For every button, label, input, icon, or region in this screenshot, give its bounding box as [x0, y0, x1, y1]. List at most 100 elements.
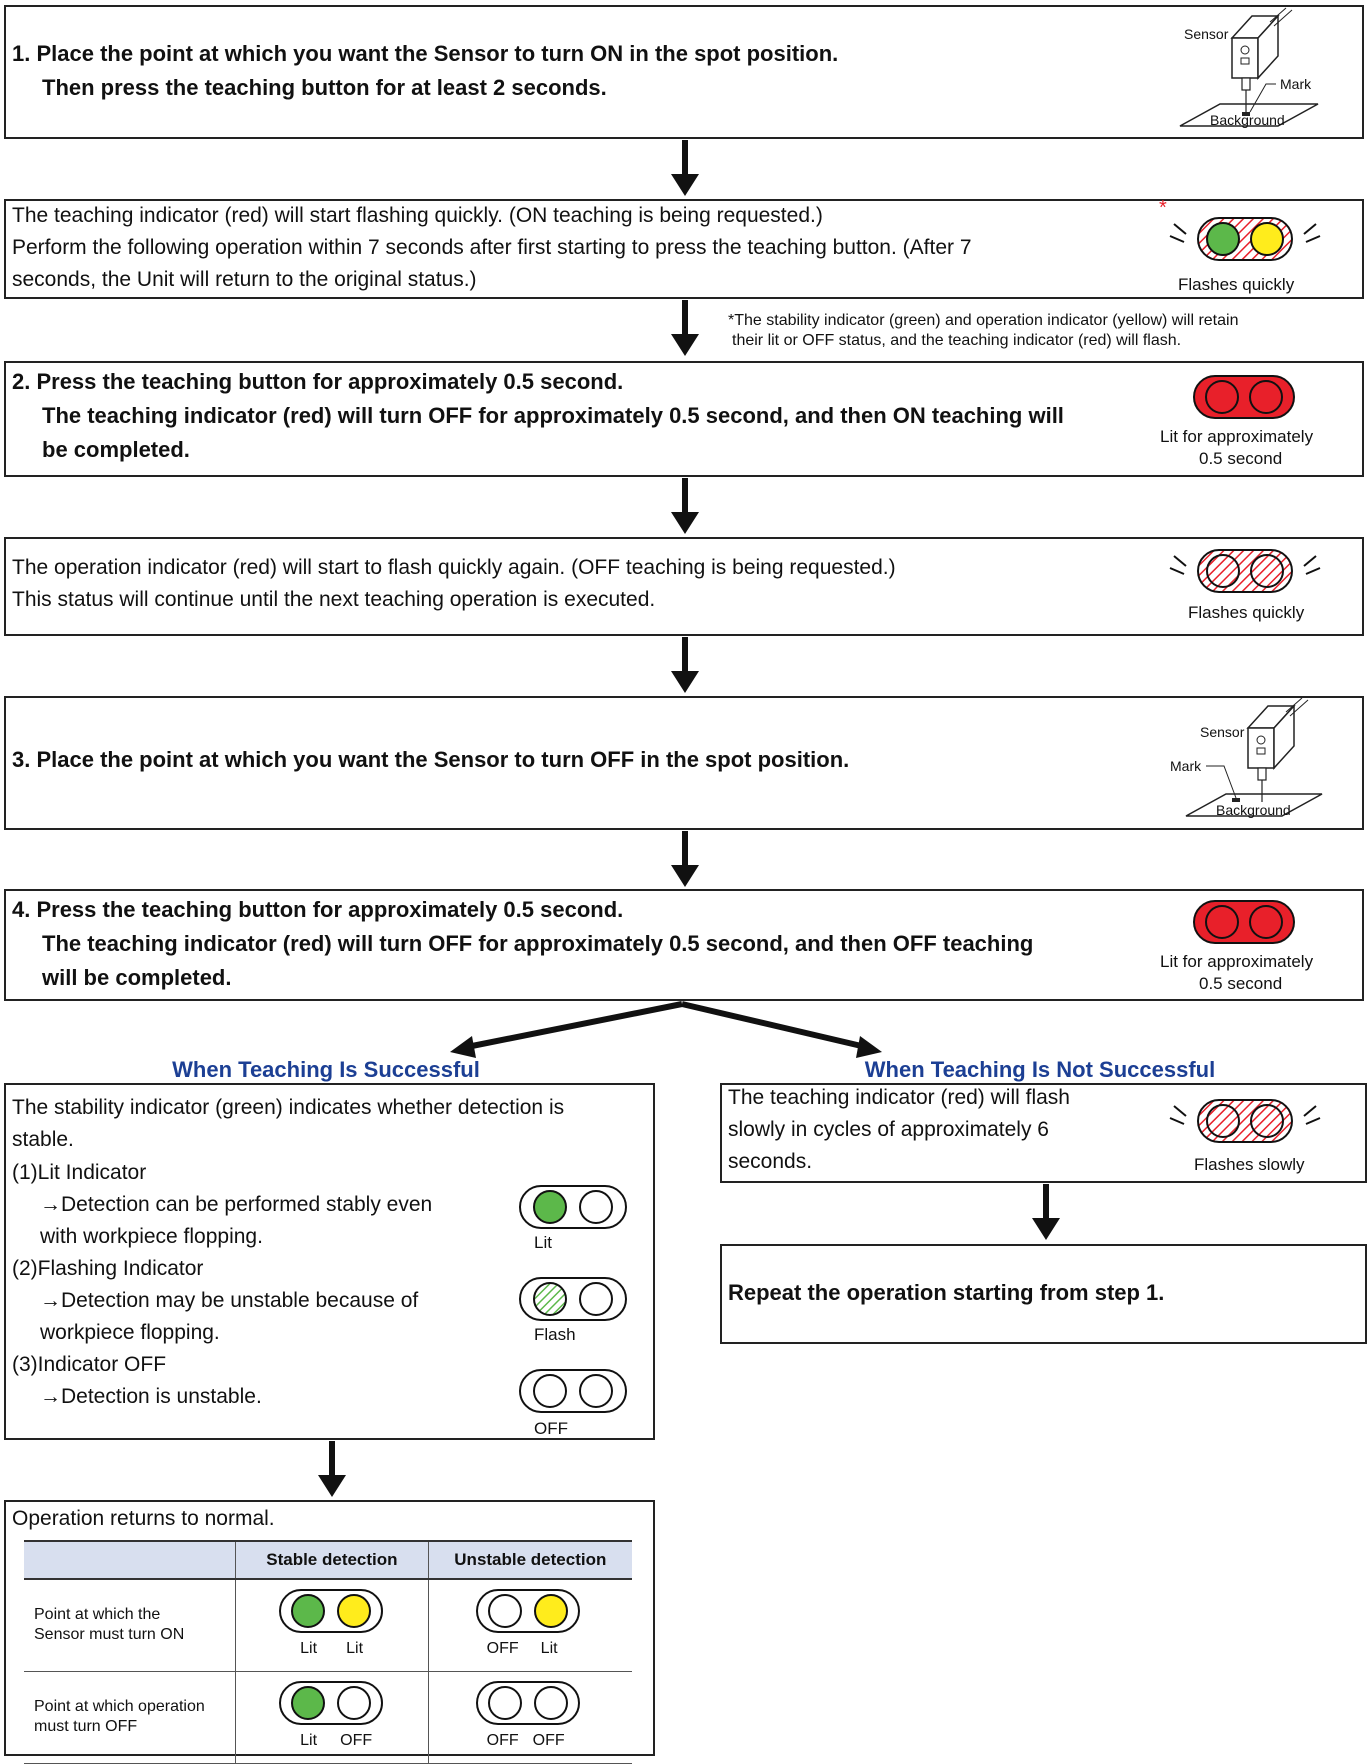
row1-unstable-right: Lit: [540, 1640, 558, 1657]
table-header-unstable: Unstable detection: [427, 1540, 632, 1580]
flash-off-box: The operation indicator (red) will start…: [4, 537, 1364, 636]
row1-unstable-cell: OFF Lit: [427, 1579, 632, 1672]
fig1-background-label: Background: [1210, 112, 1285, 128]
success-item3-caption: OFF: [534, 1419, 568, 1438]
row2-label-line1: Point at which operation: [34, 1698, 205, 1715]
flash-off-line2: This status will continue until the next…: [12, 588, 656, 611]
table-header-blank: [24, 1540, 236, 1580]
success-item3-title: (3)Indicator OFF: [12, 1353, 167, 1376]
failure-caption: Flashes slowly: [1194, 1155, 1305, 1174]
flash-on-box: The teaching indicator (red) will start …: [4, 197, 1364, 299]
indicator-row2-unstable: [475, 1680, 580, 1725]
success-item2-caption: Flash: [534, 1325, 576, 1344]
flash-off-caption: Flashes quickly: [1188, 603, 1305, 622]
success-item1-title: (1)Lit Indicator: [12, 1161, 147, 1184]
failure-line1: The teaching indicator (red) will flash: [728, 1086, 1070, 1109]
success-item1-caption: Lit: [534, 1233, 552, 1252]
detection-table: Stable detection Unstable detection Poin…: [24, 1540, 632, 1764]
normal-title: Operation returns to normal.: [12, 1507, 275, 1530]
step2-line3: be completed.: [42, 437, 190, 462]
flash-off-line1: The operation indicator (red) will start…: [12, 556, 896, 579]
success-item2-desc1: →Detection may be unstable because of: [40, 1289, 419, 1312]
success-item1-desc1: →Detection can be performed stably even: [40, 1193, 433, 1216]
indicator-row1-unstable: [475, 1589, 580, 1633]
branch-arrows: [450, 1001, 882, 1058]
row1-stable-right: Lit: [346, 1640, 364, 1657]
step1-box: 1. Place the point at which you want the…: [4, 5, 1364, 139]
row2-label: Point at which operation must turn OFF: [24, 1671, 236, 1764]
failure-line2: slowly in cycles of approximately 6: [728, 1118, 1049, 1141]
indicator-stable-flash: [519, 1277, 627, 1321]
step4-caption2: 0.5 second: [1199, 974, 1283, 993]
indicator-stable-off: [519, 1369, 627, 1413]
sensor-figure-off: Sensor Mark Background: [1166, 697, 1336, 828]
indicator-lit-red-step2: [1193, 375, 1295, 419]
down-arrow-1: [671, 140, 699, 196]
step2-box: 2. Press the teaching button for approxi…: [4, 361, 1364, 477]
success-item1-desc2: with workpiece flopping.: [40, 1225, 263, 1248]
flash-on-line2: Perform the following operation within 7…: [12, 236, 972, 259]
fig1-mark-label: Mark: [1280, 76, 1312, 92]
step3-box: 3. Place the point at which you want the…: [4, 696, 1364, 830]
row2-label-line2: must turn OFF: [34, 1718, 138, 1735]
row2-unstable-left: OFF: [486, 1731, 519, 1749]
success-item2-desc2: workpiece flopping.: [40, 1321, 220, 1344]
row1-label: Point at which the Sensor must turn ON: [24, 1579, 236, 1672]
indicator-row1-stable: [279, 1589, 384, 1633]
success-item3-desc1: →Detection is unstable.: [40, 1385, 262, 1408]
flash-on-line1: The teaching indicator (red) will start …: [12, 204, 823, 227]
failure-heading: When Teaching Is Not Successful: [864, 1057, 1216, 1082]
step4-line2: The teaching indicator (red) will turn O…: [42, 931, 1034, 956]
down-arrow-3: [671, 478, 699, 534]
row2-stable-right: OFF: [340, 1731, 373, 1749]
indicator-flashing-slowly: [1169, 1099, 1321, 1143]
asterisk-note-marker: *: [1159, 197, 1167, 219]
repeat-text: Repeat the operation starting from step …: [728, 1280, 1165, 1305]
indicator-stable-lit: [519, 1185, 627, 1229]
failure-line3: seconds.: [728, 1150, 813, 1173]
sensor-illustration-off: [1185, 697, 1323, 817]
fig3-sensor-label: Sensor: [1200, 724, 1245, 740]
footnote-line2: their lit or OFF status, and the teachin…: [732, 332, 1182, 349]
step4-line3: will be completed.: [42, 965, 232, 990]
row1-label-line1: Point at which the: [34, 1606, 161, 1624]
down-arrow-failure: [1032, 1184, 1060, 1240]
row2-unstable-right: OFF: [532, 1731, 565, 1749]
row1-label-line2: Sensor must turn ON: [34, 1626, 185, 1644]
fig3-mark-label: Mark: [1170, 758, 1202, 774]
down-arrow-4: [671, 637, 699, 693]
success-intro2: stable.: [12, 1128, 74, 1151]
footnote-line1: *The stability indicator (green) and ope…: [728, 312, 1239, 329]
row1-stable-cell: Lit Lit: [235, 1579, 429, 1672]
success-heading: When Teaching Is Successful: [172, 1057, 480, 1082]
down-arrow-5: [671, 831, 699, 887]
step2-line1: 2. Press the teaching button for approxi…: [12, 369, 624, 394]
down-arrow-success: [318, 1441, 346, 1497]
flash-on-caption: Flashes quickly: [1178, 275, 1295, 294]
success-intro1: The stability indicator (green) indicate…: [12, 1096, 565, 1119]
table-header-stable: Stable detection: [235, 1540, 429, 1580]
step2-line2: The teaching indicator (red) will turn O…: [42, 403, 1064, 428]
step3-line1: 3. Place the point at which you want the…: [12, 747, 850, 772]
step2-caption1: Lit for approximately: [1160, 427, 1314, 446]
fig1-sensor-label: Sensor: [1184, 26, 1229, 42]
row2-stable-cell: Lit OFF: [235, 1671, 429, 1764]
row1-unstable-left: OFF: [486, 1640, 519, 1657]
indicator-lit-red-step4: [1193, 900, 1295, 944]
success-item2-title: (2)Flashing Indicator: [12, 1257, 204, 1280]
down-arrow-2: [671, 300, 699, 356]
step4-line1: 4. Press the teaching button for approxi…: [12, 897, 624, 922]
step1-line2: Then press the teaching button for at le…: [42, 75, 607, 100]
sensor-illustration: [1179, 7, 1319, 127]
repeat-box: Repeat the operation starting from step …: [720, 1244, 1367, 1344]
row1-stable-left: Lit: [300, 1640, 318, 1657]
step4-caption1: Lit for approximately: [1160, 952, 1314, 971]
row2-stable-left: Lit: [300, 1731, 318, 1749]
step1-line1: 1. Place the point at which you want the…: [12, 41, 839, 66]
success-box: The stability indicator (green) indicate…: [4, 1083, 655, 1440]
sensor-figure-on: Sensor Mark Background: [1170, 7, 1330, 138]
flash-on-line3: seconds, the Unit will return to the ori…: [12, 268, 477, 291]
indicator-row2-stable: [279, 1680, 384, 1725]
fig3-background-label: Background: [1216, 802, 1291, 818]
indicator-flashing-on-request: [1169, 217, 1321, 261]
